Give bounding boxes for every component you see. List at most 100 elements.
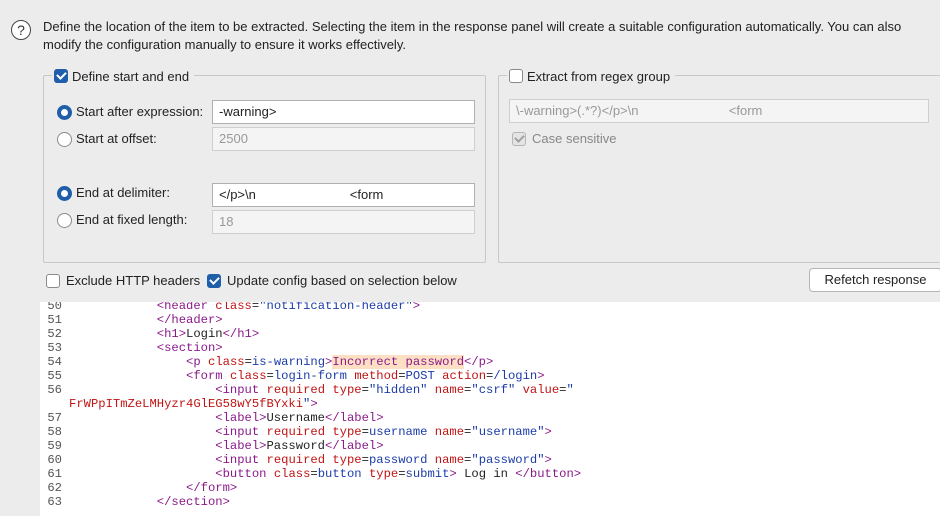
help-icon[interactable]: ?	[11, 20, 31, 40]
update-config-checkbox[interactable]	[207, 274, 221, 288]
code-token: <label>	[215, 411, 266, 425]
code-line: 54 <p class=is-warning>Incorrect passwor…	[40, 355, 940, 369]
code-line: 59 <label>Password</label>	[40, 439, 940, 453]
code-token: </label>	[325, 439, 384, 453]
code-token: "password"	[471, 453, 544, 467]
code-token: <p	[186, 355, 201, 369]
code-token	[69, 495, 157, 509]
end-at-fixed-length-radio[interactable]	[57, 213, 72, 228]
start-after-expression-input[interactable]: -warning>	[212, 100, 475, 124]
code-token	[69, 355, 186, 369]
code-token: POST	[406, 369, 435, 383]
extract-regex-label: Extract from regex group	[527, 69, 670, 84]
start-offset-input[interactable]: 2500	[212, 127, 475, 151]
code-token	[69, 481, 186, 495]
code-token: =	[362, 383, 369, 397]
define-start-end-checkbox[interactable]	[54, 69, 68, 83]
code-token: =	[362, 453, 369, 467]
code-line: 56 <input required type="hidden" name="c…	[40, 383, 940, 397]
exclude-http-headers-checkbox[interactable]	[46, 274, 60, 288]
code-token	[201, 355, 208, 369]
code-text: <input required type=password name="pass…	[69, 453, 552, 467]
code-token	[69, 313, 157, 327]
code-token: submit	[406, 467, 450, 481]
code-token	[69, 425, 215, 439]
code-token: type	[332, 383, 361, 397]
line-number: 51	[40, 313, 62, 327]
code-token: >	[545, 453, 552, 467]
code-token: Login	[186, 327, 223, 341]
code-token	[69, 439, 215, 453]
code-token: >	[310, 397, 317, 411]
code-token	[427, 453, 434, 467]
end-fixed-length-input[interactable]: 18	[212, 210, 475, 234]
code-token: >	[449, 467, 456, 481]
code-text: <label>Username</label>	[69, 411, 384, 425]
code-token: class	[230, 369, 267, 383]
code-token: name	[435, 383, 464, 397]
code-token: =	[267, 369, 274, 383]
regex-input[interactable]: \-warning>(.*?)</p>\n <form	[509, 99, 929, 123]
code-token: "notification-header"	[259, 302, 413, 313]
code-token: <header	[157, 302, 208, 313]
code-token: value	[523, 383, 560, 397]
code-line: 50 <header class="notification-header">	[40, 302, 940, 313]
line-number: 63	[40, 495, 62, 509]
code-token: </form>	[186, 481, 237, 495]
code-line: FrWPpITmZeLMHyzr4GlEG58wY5fBYxki">	[40, 397, 940, 411]
code-token	[69, 369, 186, 383]
code-text: <h1>Login</h1>	[69, 327, 259, 341]
code-token: <input	[215, 383, 259, 397]
code-token: method	[354, 369, 398, 383]
code-token: </label>	[325, 411, 384, 425]
response-code-view[interactable]: 50 <header class="notification-header">5…	[40, 302, 940, 516]
line-number: 57	[40, 411, 62, 425]
code-token: </p>	[464, 355, 493, 369]
code-token: required	[267, 383, 326, 397]
code-token: </button>	[515, 467, 581, 481]
extract-regex-checkbox[interactable]	[509, 69, 523, 83]
code-token: =	[398, 467, 405, 481]
code-token: class	[274, 467, 311, 481]
code-token	[69, 411, 215, 425]
code-token	[259, 425, 266, 439]
end-at-delimiter-radio[interactable]	[57, 186, 72, 201]
code-token	[259, 383, 266, 397]
start-after-expression-radio[interactable]	[57, 105, 72, 120]
code-token: =	[245, 355, 252, 369]
code-token	[69, 467, 215, 481]
code-token: class	[208, 355, 245, 369]
code-token	[259, 453, 266, 467]
code-token	[362, 467, 369, 481]
code-token	[69, 341, 157, 355]
refetch-response-button[interactable]: Refetch response	[809, 268, 940, 292]
code-token	[69, 453, 215, 467]
code-token: </header>	[157, 313, 223, 327]
line-number: 55	[40, 369, 62, 383]
code-line: 52 <h1>Login</h1>	[40, 327, 940, 341]
line-number: 61	[40, 467, 62, 481]
code-text: </form>	[69, 481, 237, 495]
exclude-http-headers-label: Exclude HTTP headers	[66, 273, 200, 288]
code-text: <label>Password</label>	[69, 439, 384, 453]
code-text: </section>	[69, 495, 230, 509]
case-sensitive-checkbox[interactable]	[512, 132, 526, 146]
code-token: <label>	[215, 439, 266, 453]
code-token: "csrf"	[471, 383, 515, 397]
code-token: <h1>	[157, 327, 186, 341]
code-token: "username"	[471, 425, 544, 439]
code-text: FrWPpITmZeLMHyzr4GlEG58wY5fBYxki">	[69, 397, 318, 411]
code-token: =	[559, 383, 566, 397]
code-token: >	[413, 302, 420, 313]
end-at-fixed-length-label: End at fixed length:	[76, 212, 187, 228]
code-token: <input	[215, 425, 259, 439]
code-token: /login	[493, 369, 537, 383]
code-token: =	[398, 369, 405, 383]
code-text: <button class=button type=submit> Log in…	[69, 467, 581, 481]
line-number: 56	[40, 383, 62, 397]
code-text: <p class=is-warning>Incorrect password</…	[69, 355, 493, 369]
start-at-offset-radio[interactable]	[57, 132, 72, 147]
end-delimiter-input[interactable]: </p>\n <form	[212, 183, 475, 207]
code-token: name	[435, 453, 464, 467]
line-number: 52	[40, 327, 62, 341]
